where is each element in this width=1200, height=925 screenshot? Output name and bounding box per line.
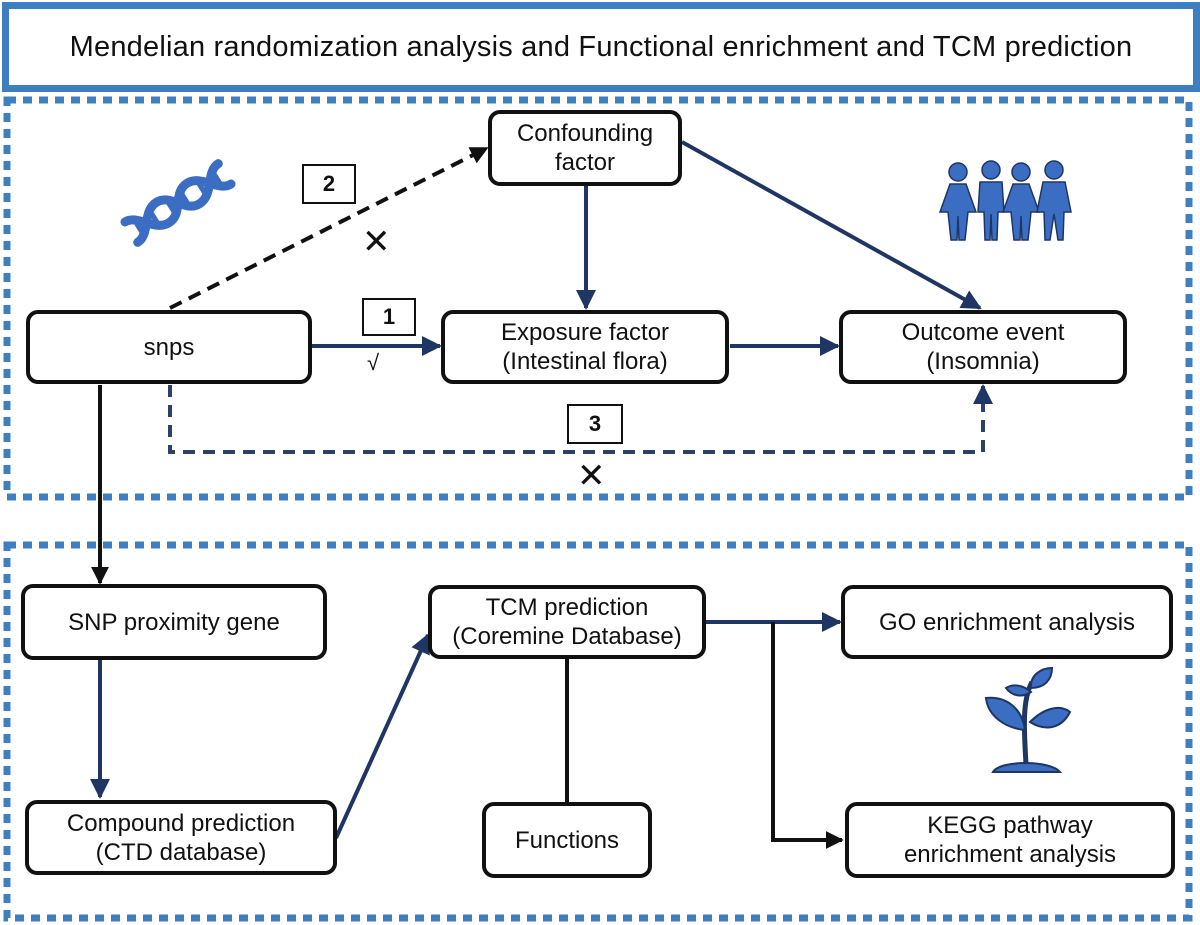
node-kegg-line2: enrichment analysis: [903, 841, 1117, 868]
node-tcm-prediction: TCM prediction (Coremine Database): [428, 585, 706, 659]
node-go-enrichment: GO enrichment analysis: [841, 585, 1173, 659]
arrow-confounding-to-outcome: [681, 140, 982, 310]
arrow-snps-to-confounding: [169, 146, 489, 310]
node-compound-line1: Compound prediction: [66, 809, 296, 837]
section-frame-mr: [3, 96, 1193, 501]
node-compound-prediction: Compound prediction (CTD database): [25, 800, 337, 875]
node-tcm-line2: (Coremine Database): [452, 623, 682, 650]
node-confounding-line2: factor: [554, 149, 616, 176]
node-confounding-line1: Confounding: [516, 120, 654, 147]
path-number-2: 2: [302, 164, 356, 204]
people-icon: [938, 160, 1072, 241]
node-tcm-line1: TCM prediction: [485, 594, 649, 621]
arrow-compound-to-tcm: [334, 633, 430, 839]
title-banner: Mendelian randomization analysis and Fun…: [2, 2, 1200, 92]
arrow-tcm-to-kegg: [771, 622, 844, 849]
path-number-3: 3: [567, 404, 623, 444]
node-confounding-factor: Confounding factor: [488, 110, 682, 186]
node-outcome-line2: (Insomnia): [926, 348, 1040, 375]
node-go-label: GO enrichment analysis: [878, 608, 1136, 636]
node-snp-proximity-gene: SNP proximity gene: [21, 584, 327, 660]
node-snps-label: snps: [143, 333, 195, 361]
valid-check-mark: √: [367, 350, 380, 375]
node-compound-line2: (CTD database): [95, 838, 267, 866]
node-kegg-pathway: KEGG pathway enrichment analysis: [845, 802, 1175, 878]
node-functions-label: Functions: [514, 826, 620, 854]
figure-title: Mendelian randomization analysis and Fun…: [69, 30, 1133, 63]
node-outcome-event: Outcome event (Insomnia): [839, 310, 1127, 384]
node-snps: snps: [26, 310, 312, 384]
invalid-cross-mark-direct: ✕: [577, 457, 606, 495]
plant-icon: [984, 666, 1072, 773]
node-exposure-line2: (Intestinal flora): [502, 348, 668, 375]
node-kegg-line1: KEGG pathway: [927, 812, 1093, 839]
path-number-1: 1: [362, 298, 416, 336]
node-exposure-factor: Exposure factor (Intestinal flora): [441, 310, 729, 384]
node-functions: Functions: [482, 802, 652, 878]
node-exposure-line1: Exposure factor: [500, 319, 670, 346]
section-frame-enrichment: [3, 541, 1193, 922]
dna-icon: [120, 159, 236, 247]
node-outcome-line1: Outcome event: [901, 319, 1065, 346]
node-snp-gene-label: SNP proximity gene: [68, 608, 280, 636]
invalid-cross-mark-confounding: ✕: [362, 223, 391, 261]
